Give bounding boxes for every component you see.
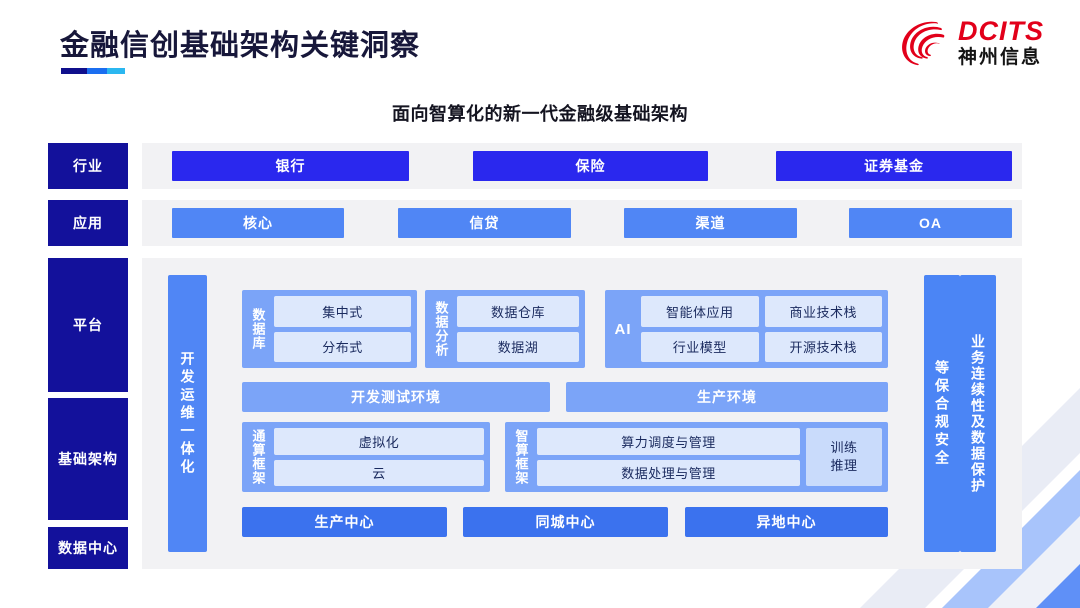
diagram-subtitle: 面向智算化的新一代金融级基础架构 <box>392 104 688 124</box>
group-title-ai: AI <box>614 320 632 338</box>
logo-text-en: DCITS <box>958 16 1044 46</box>
application-item-core[interactable]: 核心 <box>172 208 344 238</box>
row-label-application: 应用 <box>48 200 128 246</box>
group-data-analysis: 数据分析 数据仓库 数据湖 <box>425 290 585 368</box>
group-database: 数据库 集中式 分布式 <box>242 290 417 368</box>
architecture-diagram: 行业 应用 平台 基础架构 数据中心 银行 保险 证券基金 核心 信贷 渠道 O… <box>0 138 1080 578</box>
row-label-infrastructure: 基础架构 <box>48 398 128 520</box>
datacenter-production[interactable]: 生产中心 <box>242 507 447 537</box>
vertical-bar-devops[interactable]: 开发运维一体化 <box>168 275 207 552</box>
vertical-bar-security[interactable]: 等保合规安全 <box>924 275 960 552</box>
env-dev-test[interactable]: 开发测试环境 <box>242 382 550 412</box>
group-ai: AI 智能体应用 行业模型 商业技术栈 开源技术栈 <box>605 290 888 368</box>
group-title-intelligent-compute: 智算框架 <box>513 429 529 485</box>
cell-distributed[interactable]: 分布式 <box>274 331 411 362</box>
page-title: 金融信创基础架构关键洞察 <box>60 30 421 62</box>
title-accent-rule <box>61 68 125 74</box>
group-general-compute-framework: 通算框架 虚拟化 云 <box>242 422 490 492</box>
box-training-inference[interactable]: 训练 推理 <box>806 428 882 486</box>
cell-compute-scheduling[interactable]: 算力调度与管理 <box>537 428 800 455</box>
cell-agent-application[interactable]: 智能体应用 <box>641 296 759 327</box>
logo-text-cn: 神州信息 <box>958 47 1043 68</box>
label-inference: 推理 <box>830 458 858 473</box>
datacenter-metro[interactable]: 同城中心 <box>463 507 668 537</box>
industry-item-insurance[interactable]: 保险 <box>473 151 708 181</box>
cell-cloud[interactable]: 云 <box>274 459 484 486</box>
industry-item-securities[interactable]: 证券基金 <box>776 151 1012 181</box>
application-item-oa[interactable]: OA <box>849 208 1012 238</box>
cell-centralized[interactable]: 集中式 <box>274 296 411 327</box>
cell-opensource-stack[interactable]: 开源技术栈 <box>764 331 882 362</box>
brand-logo: DCITS 神州信息 <box>900 18 1044 67</box>
datacenter-remote[interactable]: 异地中心 <box>685 507 888 537</box>
application-item-credit[interactable]: 信贷 <box>398 208 571 238</box>
cell-commercial-stack[interactable]: 商业技术栈 <box>764 296 882 327</box>
group-intelligent-compute-framework: 智算框架 算力调度与管理 数据处理与管理 训练 推理 <box>505 422 888 492</box>
industry-strip: 银行 保险 证券基金 <box>142 143 1022 189</box>
application-strip: 核心 信贷 渠道 OA <box>142 200 1022 246</box>
cell-data-lake[interactable]: 数据湖 <box>457 331 579 362</box>
platform-infrastructure-panel: 开发运维一体化 等保合规安全 数据库 集中式 分布式 数据分析 数据仓库 数据湖… <box>142 258 1022 569</box>
application-item-channel[interactable]: 渠道 <box>624 208 797 238</box>
cell-industry-model[interactable]: 行业模型 <box>641 331 759 362</box>
page-header: 金融信创基础架构关键洞察 DCITS 神州信息 <box>0 0 1080 90</box>
row-label-industry: 行业 <box>48 143 128 189</box>
dcits-swirl-icon <box>900 19 950 67</box>
row-label-datacenter: 数据中心 <box>48 527 128 569</box>
industry-item-bank[interactable]: 银行 <box>172 151 409 181</box>
vertical-bar-business-continuity[interactable]: 业务连续性及数据保护 <box>960 275 996 552</box>
group-title-database: 数据库 <box>250 308 266 350</box>
label-training: 训练 <box>830 439 858 455</box>
cell-data-processing[interactable]: 数据处理与管理 <box>537 459 800 486</box>
cell-virtualization[interactable]: 虚拟化 <box>274 428 484 455</box>
group-title-general-compute: 通算框架 <box>250 429 266 485</box>
env-production[interactable]: 生产环境 <box>566 382 888 412</box>
cell-data-warehouse[interactable]: 数据仓库 <box>457 296 579 327</box>
group-title-data-analysis: 数据分析 <box>433 301 449 357</box>
row-label-platform: 平台 <box>48 258 128 392</box>
